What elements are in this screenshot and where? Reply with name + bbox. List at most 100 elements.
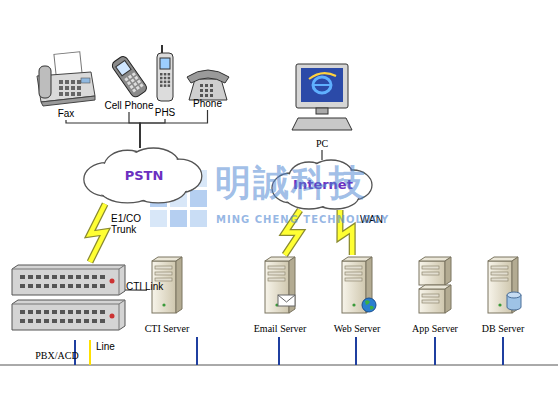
icon-part (498, 303, 501, 306)
icon-part (44, 284, 49, 288)
icon-part (100, 284, 105, 288)
edge-label: CTI Link (126, 281, 176, 292)
icon-part (422, 266, 439, 269)
device-label: CTI Server (123, 323, 211, 335)
icon-part (20, 275, 25, 279)
icon-part (68, 310, 73, 314)
device-node: CTI Server (147, 255, 187, 335)
icon-part (44, 319, 49, 323)
icon-part (28, 310, 33, 314)
device-node: Phone (185, 62, 230, 110)
icon-part (200, 94, 203, 97)
icon-part (160, 81, 163, 84)
icon-part (28, 284, 33, 288)
icon-part (137, 80, 141, 84)
icon-part (134, 76, 138, 80)
icon-part (210, 94, 213, 97)
icon-part (345, 278, 362, 281)
icon-part (278, 295, 295, 306)
device-node: Web Server (335, 255, 379, 335)
icon-part (155, 278, 172, 281)
device-label: DB Server (456, 323, 550, 335)
icon-part (100, 275, 105, 279)
icon-part (52, 275, 57, 279)
icon-part (36, 310, 41, 314)
bus-drop (434, 337, 436, 365)
icon-part (160, 84, 163, 87)
icon-part (20, 310, 25, 314)
icon-part (110, 279, 115, 284)
icon-part (92, 284, 97, 288)
icon-part (132, 88, 136, 92)
icon-part (205, 94, 208, 97)
logo-square (150, 210, 167, 227)
icon-part (110, 314, 115, 319)
icon-part (132, 72, 136, 76)
icon-part (507, 292, 521, 298)
icon-part (52, 284, 57, 288)
icon-part (278, 295, 295, 302)
icon-part (296, 64, 348, 108)
icon-part (20, 319, 25, 323)
icon-part (60, 310, 65, 314)
icon-part (164, 81, 167, 84)
icon-part (445, 285, 451, 313)
icon-part (28, 319, 33, 323)
edge-label: E1/CO Trunk (111, 213, 147, 235)
icon-part (164, 77, 167, 80)
icon-part (77, 86, 81, 90)
icon-part (84, 284, 89, 288)
icon-part (39, 66, 51, 98)
device-node: PHS (150, 45, 180, 119)
icon-part (309, 73, 336, 79)
connector-line (321, 150, 322, 160)
icon-part (422, 300, 439, 303)
icon-part (110, 55, 148, 99)
icon-part (84, 275, 89, 279)
device-node: PC (290, 62, 354, 150)
icon-part (59, 80, 63, 84)
trunk-bolt (90, 204, 105, 262)
connector (129, 112, 140, 148)
icon-part (92, 319, 97, 323)
icon-part (128, 75, 132, 79)
logo-square (190, 190, 207, 207)
icon-part (160, 77, 163, 80)
logo-square (190, 210, 207, 227)
icon-part (365, 300, 374, 310)
icon-part (12, 265, 125, 295)
icon-part (59, 92, 63, 96)
icon-part (100, 319, 105, 323)
bus-drop (355, 337, 357, 365)
device-label: Web Server (311, 323, 403, 335)
device-label: PC (266, 138, 378, 150)
icon-part (44, 310, 49, 314)
icon-part (155, 272, 172, 275)
icon-part (268, 272, 285, 275)
device-label: Fax (11, 108, 121, 120)
device-label: PHS (126, 107, 204, 119)
icon-part (36, 284, 41, 288)
icon-part (168, 73, 171, 76)
icon-part (12, 300, 125, 330)
icon-part (422, 294, 439, 297)
icon-part (362, 298, 376, 312)
cloud-label: PSTN (61, 168, 227, 184)
icon-part (71, 86, 75, 90)
device-node: Email Server (258, 255, 302, 335)
icon-part (491, 266, 508, 269)
icon-part (65, 92, 69, 96)
icon-part (131, 78, 135, 82)
icon-part (160, 73, 163, 76)
icon-part (491, 278, 508, 281)
icon-part (116, 60, 131, 75)
device-label: App Server (388, 323, 482, 335)
icon-part (65, 86, 69, 90)
icon-part (352, 303, 355, 306)
icon-part (187, 70, 229, 83)
device-label: Phone (161, 98, 254, 110)
device-node: DB Server (480, 255, 526, 335)
icon-part (52, 319, 57, 323)
icon-part (100, 310, 105, 314)
